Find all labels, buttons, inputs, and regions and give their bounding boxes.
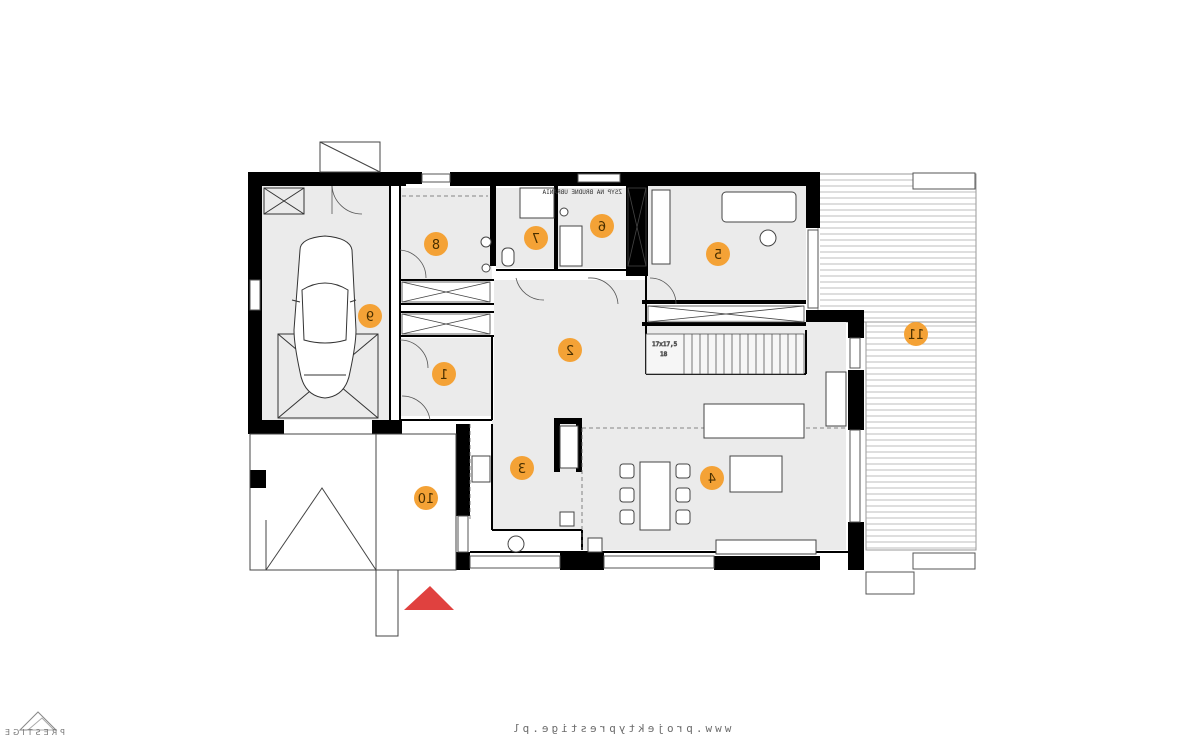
stair-count-label: 18 (660, 351, 668, 358)
tv-unit (715, 539, 817, 555)
coffee-table (729, 455, 783, 493)
stair-spec-label: 17x17,5 (652, 341, 678, 348)
wardrobes (401, 187, 805, 335)
desk-icon (721, 191, 797, 223)
walls (248, 172, 864, 570)
room-badge-1: 1 (432, 362, 456, 386)
room-number-label: 11 (908, 328, 925, 343)
room-badge-5: 5 (706, 242, 730, 266)
room-number-label: 6 (598, 220, 606, 235)
room-number-label: 8 (432, 238, 440, 253)
sofa-icon (703, 403, 805, 439)
room-number-label: 4 (708, 472, 716, 487)
laundry-chute-label: ZSYP NA BRUDNE UBRANIA (542, 189, 622, 196)
furniture (471, 187, 847, 555)
brand-logo-icon (18, 711, 58, 731)
room-number-label: 1 (440, 368, 448, 383)
stairs: 17x17,5 18 (645, 333, 805, 375)
fireplace-icon (825, 371, 847, 427)
windows (249, 173, 861, 569)
room-badge-9: 9 (358, 304, 382, 328)
room-number-label: 2 (566, 344, 574, 359)
room-badge-6: 6 (590, 214, 614, 238)
brand-name: PRESTIGE (2, 728, 66, 737)
entrance-arrow-icon (404, 586, 454, 610)
website-url: www.projektyprestige.pl (510, 722, 732, 735)
room-number-label: 5 (714, 248, 722, 263)
room-badge-7: 7 (524, 226, 548, 250)
room-badge-8: 8 (424, 232, 448, 256)
fridge-icon (559, 425, 579, 469)
room-badge-10: 10 (414, 486, 438, 510)
room-number-label: 10 (418, 492, 435, 507)
room-badge-11: 11 (904, 322, 928, 346)
room-badge-2: 2 (558, 338, 582, 362)
dining-table (639, 461, 671, 531)
room-badge-4: 4 (700, 466, 724, 490)
doors (331, 185, 677, 421)
room-number-label: 3 (518, 462, 526, 477)
car-icon (291, 235, 357, 399)
terrace-decking (817, 172, 977, 595)
garage (263, 187, 379, 419)
driveway (249, 141, 457, 637)
room-badge-3: 3 (510, 456, 534, 480)
room-number-label: 7 (532, 232, 540, 247)
office-chair-icon (759, 229, 777, 247)
room-number-label: 9 (366, 310, 374, 325)
